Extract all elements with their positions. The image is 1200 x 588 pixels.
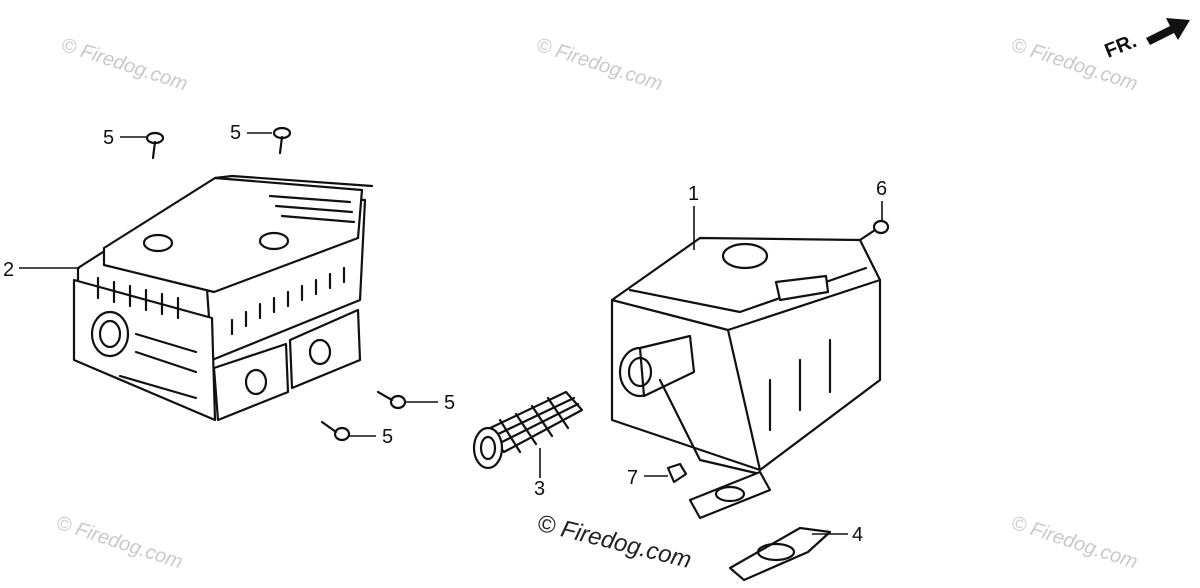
front-direction-marker: FR. (1102, 18, 1190, 63)
fasteners (145, 126, 890, 484)
callout-5: 5 (103, 127, 114, 149)
arrow-icon (1146, 18, 1190, 45)
gasket-drawing (728, 526, 832, 582)
bolt-icon (145, 131, 165, 160)
muffler-protector-drawing (72, 174, 374, 422)
callout-5: 5 (382, 426, 393, 448)
watermark: © Firedog.com (533, 34, 665, 96)
bolt-icon (376, 390, 407, 410)
watermark: © Firedog.com (1008, 512, 1140, 574)
part-callouts: 5 5 2 5 5 3 1 6 7 4 (3, 122, 887, 546)
callout-1: 1 (688, 183, 699, 205)
bolt-icon (858, 219, 890, 242)
callout-4: 4 (852, 524, 863, 546)
callout-5: 5 (230, 122, 241, 144)
bolt-icon (272, 126, 292, 155)
callout-3: 3 (534, 478, 545, 500)
spark-arrester-drawing (472, 390, 584, 470)
watermark-center: © Firedog.com (535, 510, 695, 574)
callout-5: 5 (444, 392, 455, 414)
callout-6: 6 (876, 178, 887, 200)
front-direction-label: FR. (1102, 30, 1140, 62)
callout-7: 7 (627, 467, 638, 489)
nut-icon (666, 462, 688, 484)
watermark: © Firedog.com (53, 512, 185, 574)
callout-2: 2 (3, 259, 14, 281)
muffler-drawing (610, 236, 882, 520)
watermark: © Firedog.com (58, 34, 190, 96)
bolt-icon (320, 420, 351, 442)
